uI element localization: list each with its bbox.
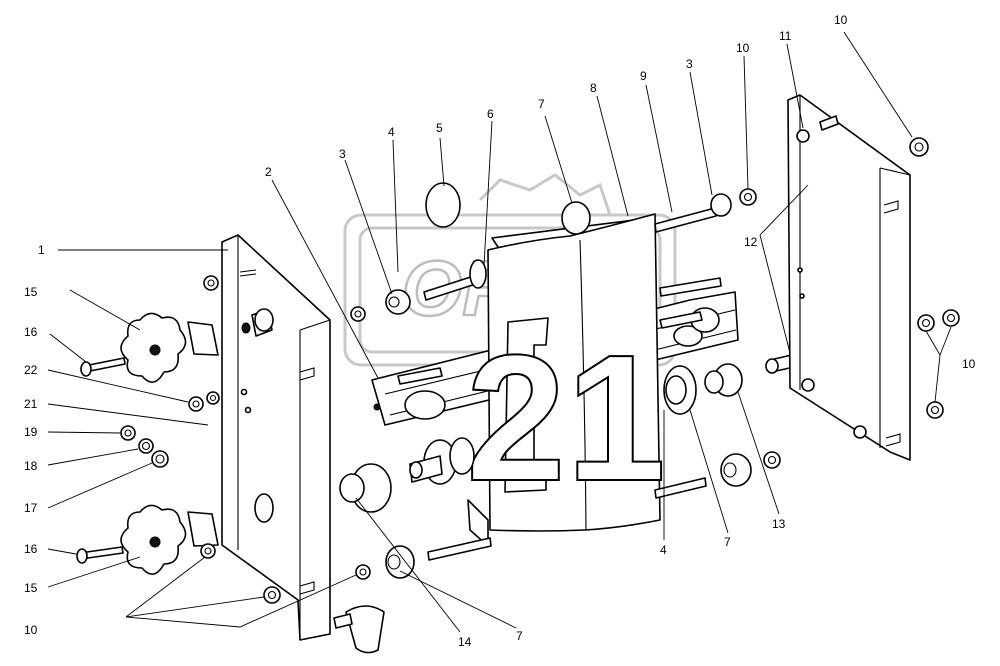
callout-22: 22	[24, 363, 38, 377]
callout-21: 21	[24, 397, 38, 411]
leader-lines	[47, 31, 952, 633]
callout-1: 1	[38, 243, 45, 257]
sign-number: 21	[466, 318, 666, 519]
screw-lower	[76, 546, 124, 564]
callout-16: 16	[24, 325, 38, 339]
callout-18: 18	[24, 459, 38, 473]
callout-3: 3	[686, 57, 693, 71]
callout-10: 10	[736, 41, 750, 55]
threaded-rods	[423, 207, 722, 561]
star-knob-upper	[120, 312, 219, 383]
callout-14: 14	[458, 635, 472, 649]
bushings	[339, 182, 752, 579]
callout-4: 4	[388, 125, 395, 139]
callout-8: 8	[590, 81, 597, 95]
callout-10: 10	[24, 623, 38, 637]
callout-3: 3	[339, 147, 346, 161]
callout-15: 15	[24, 285, 38, 299]
right-small-parts	[739, 137, 960, 469]
callout-17: 17	[24, 501, 38, 515]
screw-upper	[80, 357, 126, 377]
left-small-parts	[120, 275, 371, 604]
callout-4: 4	[660, 543, 667, 557]
callout-7: 7	[724, 535, 731, 549]
right-mounting-plate	[787, 94, 911, 461]
bottom-clip	[333, 605, 385, 654]
callout-labels: 1 2 3 4 5 6 7 8 9 3 10 11 10 12 10 15 16…	[24, 13, 976, 649]
flip-sheet-assembly: 21	[465, 201, 667, 532]
callout-5: 5	[436, 121, 443, 135]
callout-11: 11	[779, 29, 792, 43]
callout-6: 6	[487, 107, 494, 121]
callout-19: 19	[24, 425, 38, 439]
callout-15: 15	[24, 581, 38, 595]
callout-10: 10	[834, 13, 848, 27]
callout-16: 16	[24, 542, 38, 556]
left-mounting-plate	[221, 234, 331, 641]
callout-12: 12	[744, 235, 758, 249]
callout-10: 10	[962, 357, 976, 371]
callout-9: 9	[640, 69, 647, 83]
callout-2: 2	[265, 165, 272, 179]
callout-7: 7	[538, 97, 545, 111]
callout-13: 13	[772, 517, 786, 531]
star-knob-lower	[120, 504, 219, 575]
callout-7: 7	[516, 629, 523, 643]
